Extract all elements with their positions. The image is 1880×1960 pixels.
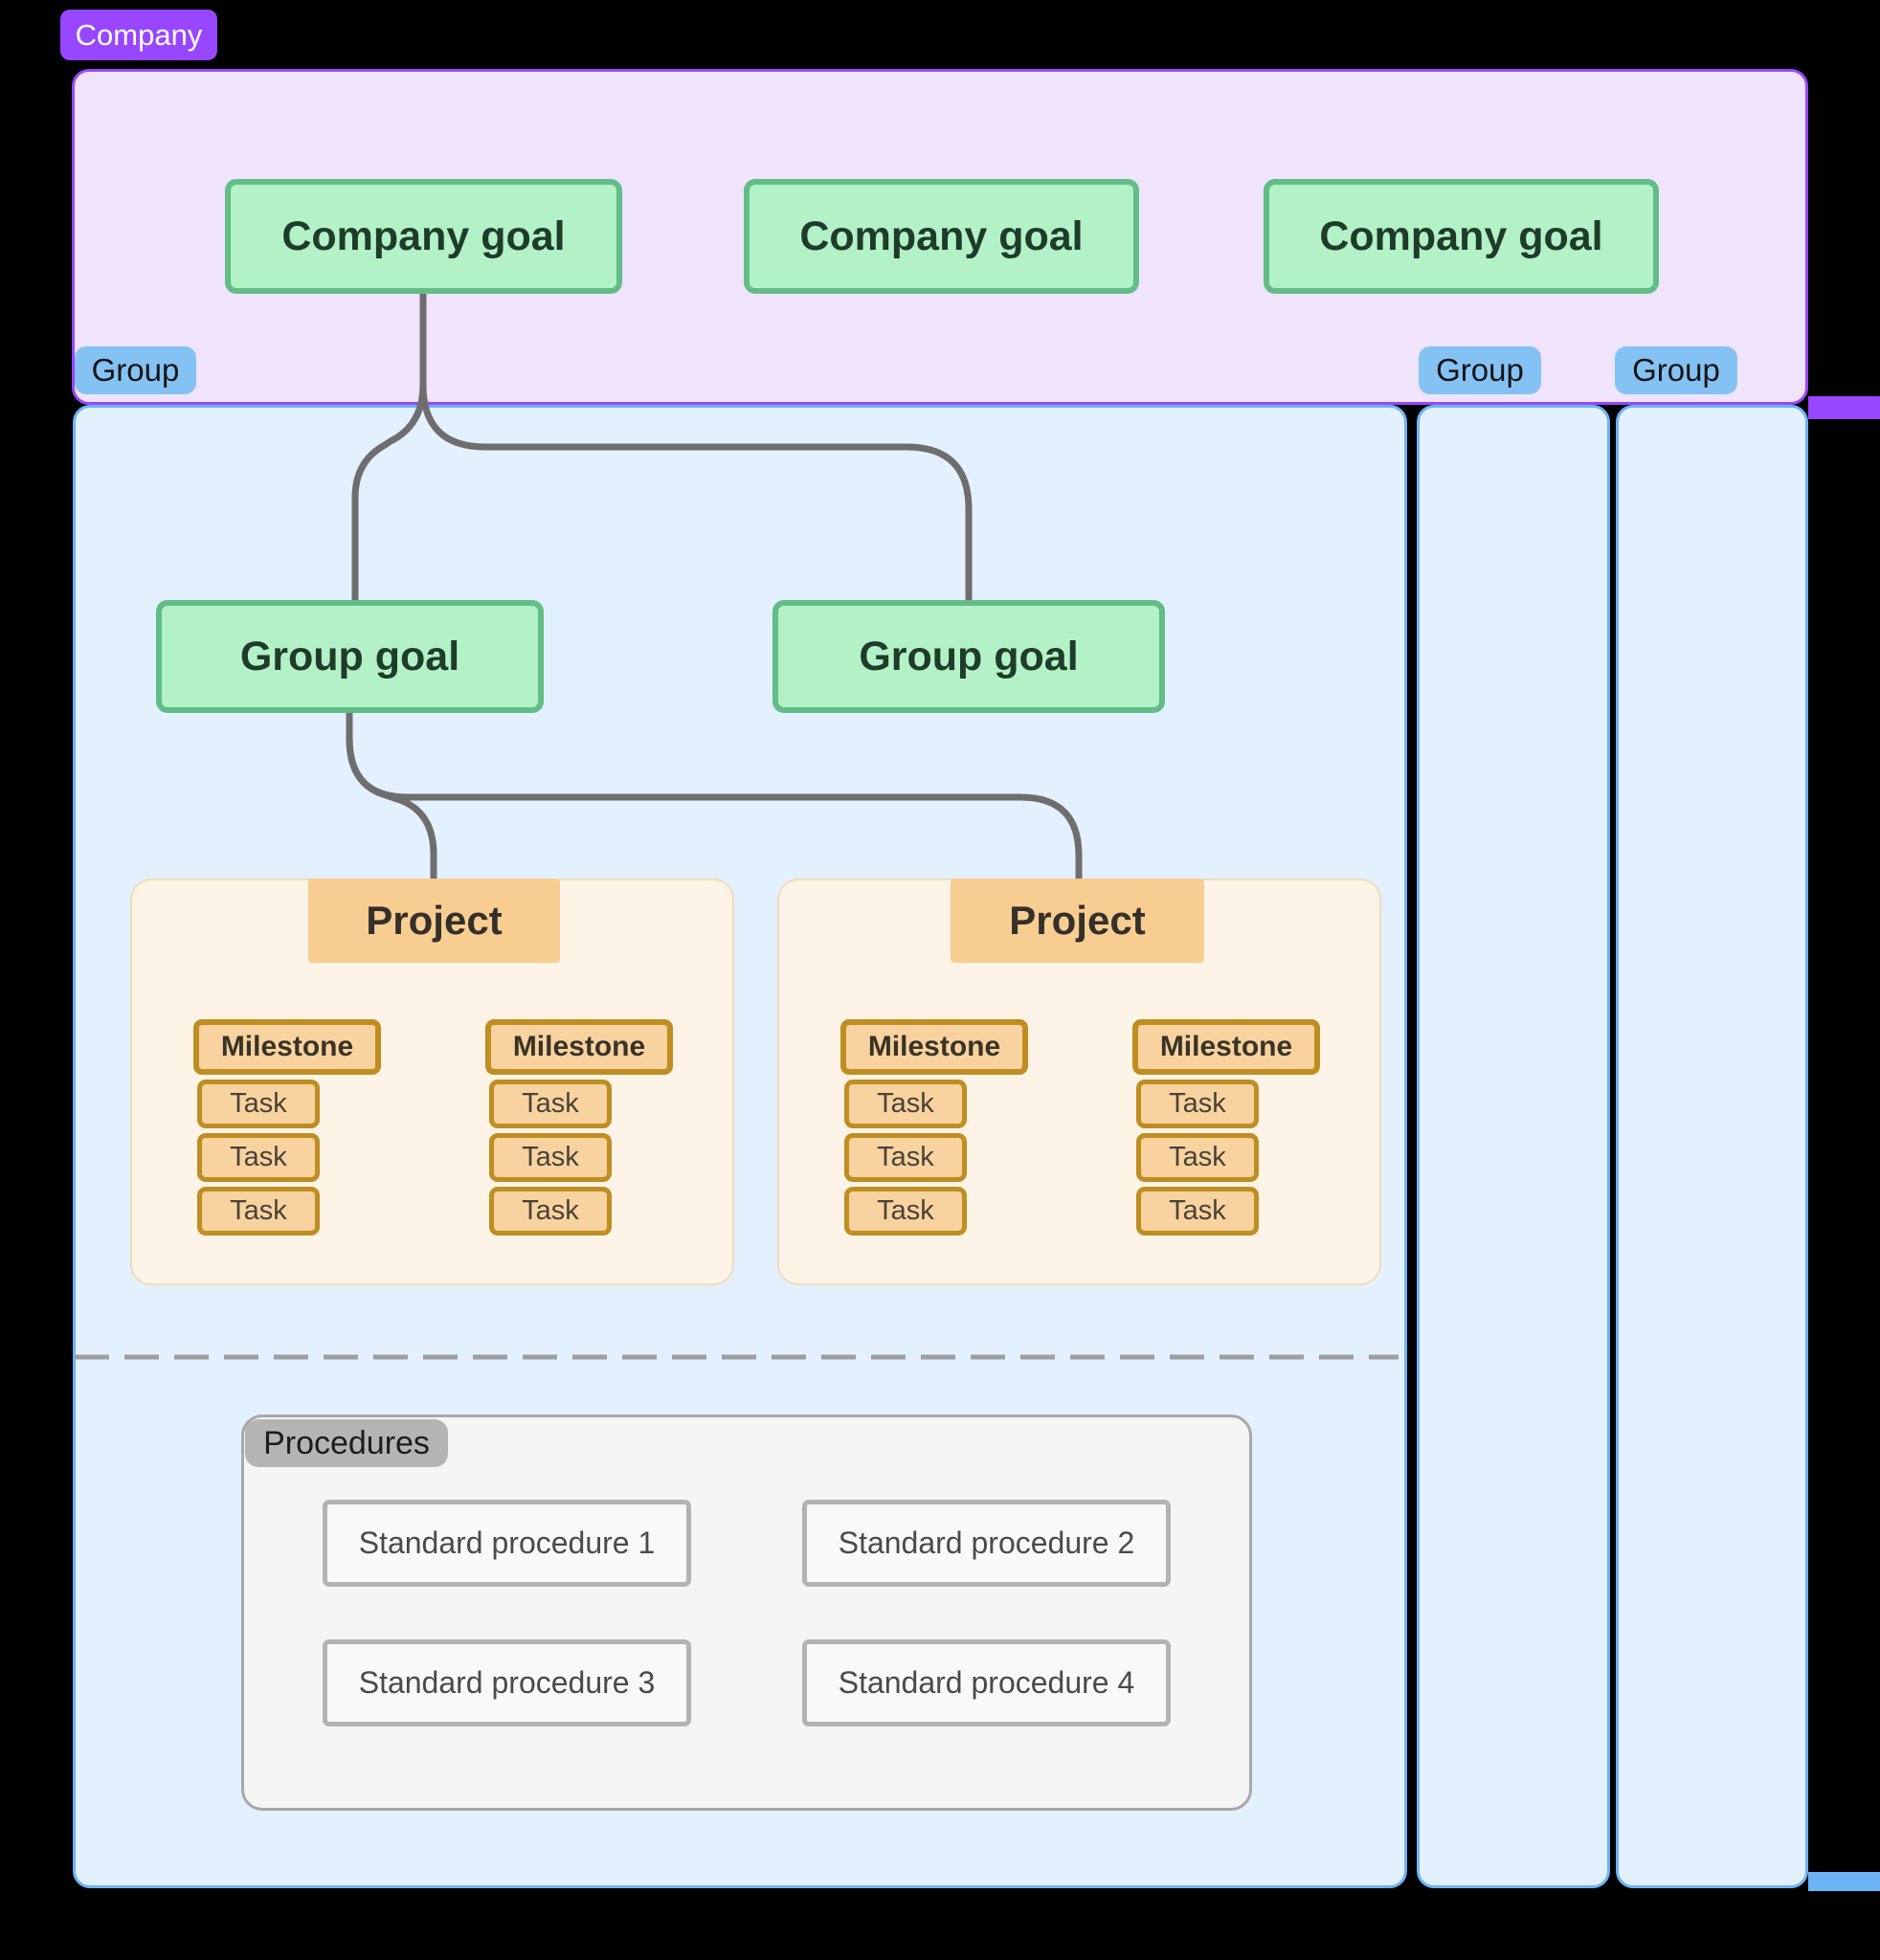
procedure-box-4: Standard procedure 4 bbox=[802, 1639, 1171, 1726]
group-badge-3-label: Group bbox=[1632, 352, 1720, 388]
procedure-4-label: Standard procedure 4 bbox=[838, 1665, 1135, 1700]
task-1-2-label: Task bbox=[230, 1142, 287, 1172]
group-goal-2-label: Group goal bbox=[859, 633, 1079, 679]
task-box-4-1: Task bbox=[1136, 1080, 1259, 1128]
group-area-2 bbox=[1417, 405, 1610, 1888]
group-badge-1-label: Group bbox=[91, 352, 180, 388]
task-2-2-label: Task bbox=[522, 1142, 579, 1172]
task-3-3-label: Task bbox=[877, 1195, 934, 1226]
procedure-box-2: Standard procedure 2 bbox=[802, 1500, 1171, 1587]
group-badge-3: Group bbox=[1615, 346, 1737, 394]
task-box-2-2: Task bbox=[489, 1133, 612, 1182]
procedures-badge-label: Procedures bbox=[263, 1424, 430, 1461]
task-3-1-label: Task bbox=[877, 1088, 934, 1119]
company-goal-box-2: Company goal bbox=[744, 179, 1139, 294]
procedures-badge: Procedures bbox=[245, 1419, 448, 1467]
project-1-label: Project bbox=[366, 898, 503, 943]
company-goal-box-1: Company goal bbox=[225, 179, 622, 294]
blue-edge-tick bbox=[1808, 1872, 1880, 1891]
task-2-3-label: Task bbox=[522, 1195, 579, 1226]
procedure-3-label: Standard procedure 3 bbox=[358, 1665, 656, 1700]
group-goal-box-2: Group goal bbox=[772, 600, 1165, 713]
task-4-1-label: Task bbox=[1169, 1088, 1226, 1119]
connector-groupgoal-to-project-2 bbox=[346, 735, 1083, 882]
task-box-4-3: Task bbox=[1136, 1187, 1259, 1236]
group-area-3 bbox=[1616, 405, 1808, 1888]
company-badge-label: Company bbox=[75, 17, 203, 52]
milestone-box-4: Milestone bbox=[1132, 1019, 1320, 1075]
task-1-3-label: Task bbox=[230, 1195, 287, 1226]
task-1-1-label: Task bbox=[230, 1088, 287, 1119]
company-badge: Company bbox=[60, 10, 217, 60]
procedure-box-3: Standard procedure 3 bbox=[323, 1639, 691, 1726]
milestone-box-3: Milestone bbox=[840, 1019, 1028, 1075]
task-4-2-label: Task bbox=[1169, 1142, 1226, 1172]
project-tab-1: Project bbox=[308, 879, 560, 963]
milestone-box-1: Milestone bbox=[193, 1019, 381, 1075]
company-goal-3-label: Company goal bbox=[1319, 212, 1603, 259]
connector-companygoal-to-groupgoal-2 bbox=[419, 381, 973, 604]
task-box-2-1: Task bbox=[489, 1080, 612, 1128]
milestone-2-label: Milestone bbox=[512, 1031, 646, 1062]
milestone-box-2: Milestone bbox=[485, 1019, 673, 1075]
task-box-3-1: Task bbox=[844, 1080, 967, 1128]
group-badge-2-label: Group bbox=[1436, 352, 1524, 388]
connector-companygoal-to-groupgoal-1 bbox=[351, 290, 427, 604]
milestone-3-label: Milestone bbox=[867, 1031, 1001, 1062]
task-3-2-label: Task bbox=[877, 1142, 934, 1172]
task-box-4-2: Task bbox=[1136, 1133, 1259, 1182]
project-2-label: Project bbox=[1009, 898, 1146, 943]
task-box-2-3: Task bbox=[489, 1187, 612, 1236]
procedure-box-1: Standard procedure 1 bbox=[323, 1500, 691, 1587]
group-goal-1-label: Group goal bbox=[239, 633, 460, 679]
company-goal-2-label: Company goal bbox=[799, 212, 1084, 259]
procedures-container bbox=[241, 1414, 1252, 1811]
task-4-3-label: Task bbox=[1169, 1195, 1226, 1226]
task-box-3-3: Task bbox=[844, 1187, 967, 1236]
purple-edge-tick bbox=[1808, 396, 1880, 419]
task-box-3-2: Task bbox=[844, 1133, 967, 1182]
milestone-4-label: Milestone bbox=[1159, 1031, 1293, 1062]
group-badge-2: Group bbox=[1419, 346, 1541, 394]
task-box-1-1: Task bbox=[197, 1080, 320, 1128]
company-goal-1-label: Company goal bbox=[281, 212, 566, 259]
project-tab-2: Project bbox=[951, 879, 1204, 963]
company-goal-box-3: Company goal bbox=[1264, 179, 1659, 294]
group-goal-box-1: Group goal bbox=[156, 600, 544, 713]
task-box-1-2: Task bbox=[197, 1133, 320, 1182]
procedure-2-label: Standard procedure 2 bbox=[838, 1526, 1135, 1560]
task-2-1-label: Task bbox=[522, 1088, 579, 1119]
task-box-1-3: Task bbox=[197, 1187, 320, 1236]
procedure-1-label: Standard procedure 1 bbox=[358, 1526, 656, 1560]
group-badge-1: Group bbox=[75, 346, 196, 394]
milestone-1-label: Milestone bbox=[220, 1031, 354, 1062]
